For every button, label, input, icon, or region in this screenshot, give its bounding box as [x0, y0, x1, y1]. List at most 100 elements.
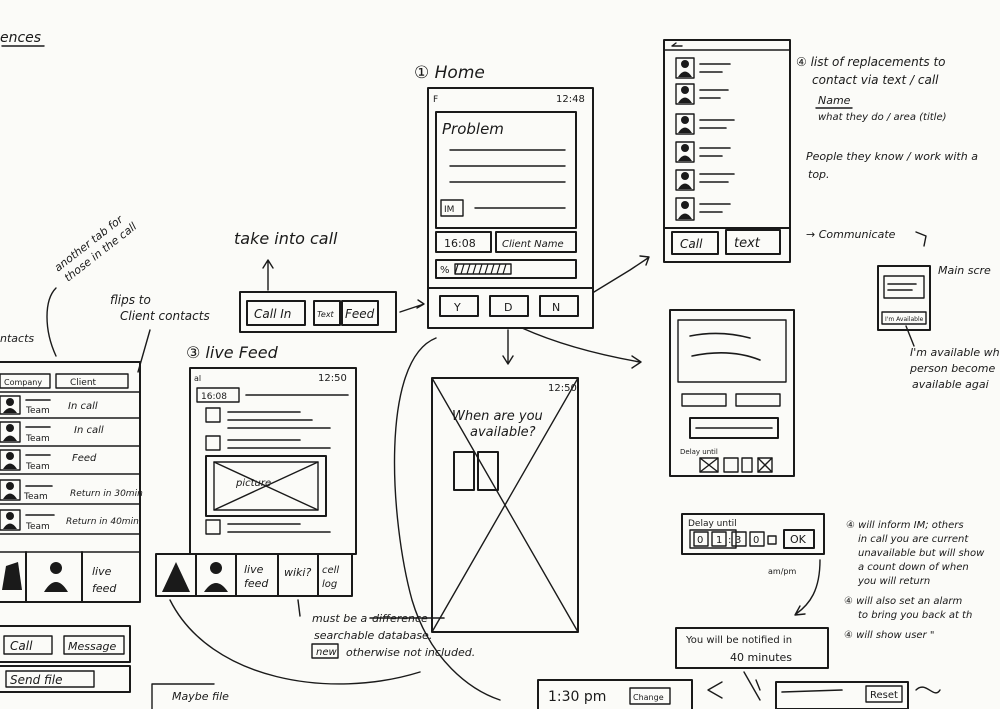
nav-button-n[interactable] — [539, 295, 579, 317]
picker-column-1[interactable] — [453, 451, 475, 491]
ampm-label: am/pm — [768, 567, 796, 576]
delay-note-1d: a count down of when — [858, 562, 969, 573]
call-action-button[interactable] — [3, 635, 53, 655]
person-tab-icon-2 — [50, 562, 62, 574]
replacements-note-1: ④ list of replacements to — [796, 55, 946, 69]
avatar — [0, 479, 21, 501]
delay-mini-digit-3[interactable] — [741, 457, 753, 473]
delay-note-1a: ④ will inform IM; others — [846, 520, 964, 531]
table-row[interactable]: Team In call — [0, 395, 98, 416]
delay-digit-2-label: 1 — [716, 535, 722, 546]
delay-note-1c: unavailable but will show — [858, 548, 985, 559]
list-item[interactable] — [675, 113, 735, 135]
tab-wiki[interactable]: wiki? — [284, 566, 311, 579]
delay-digit-2[interactable] — [711, 531, 727, 547]
delay-digit-4[interactable] — [749, 531, 765, 547]
ampm-toggle[interactable] — [767, 535, 777, 545]
client-name-box[interactable] — [495, 231, 577, 253]
communicate-arrow — [915, 231, 927, 247]
live-feed-timer-box — [196, 387, 240, 403]
delay-mini-button-1[interactable] — [681, 393, 727, 407]
list-item[interactable] — [675, 141, 731, 163]
home-tab-icon[interactable] — [162, 562, 190, 592]
tab-live-feed-2[interactable]: feed — [244, 577, 269, 590]
delay-mini-digit-4[interactable] — [757, 457, 773, 473]
replacement-text-button[interactable] — [725, 229, 781, 255]
row-team: Team — [25, 406, 50, 416]
problem-box — [435, 111, 577, 229]
company-tab[interactable] — [0, 373, 51, 389]
person-tab-icon-2-body — [44, 582, 68, 592]
table-row[interactable]: Team Return in 30min — [0, 479, 143, 502]
list-item[interactable] — [675, 57, 731, 79]
picture-inner — [213, 461, 319, 511]
delay-mini-digit-1[interactable] — [699, 457, 719, 473]
bottom-tab-live[interactable]: live — [92, 565, 112, 578]
available-question-2: available? — [470, 425, 536, 440]
tab-cell-2[interactable]: log — [322, 579, 337, 590]
tab-live-feed-1[interactable]: live — [244, 563, 264, 576]
back-arrow-icon[interactable] — [671, 42, 683, 47]
avatar-head — [6, 452, 14, 460]
avatar — [675, 169, 695, 191]
picker-column-2[interactable] — [477, 451, 499, 491]
progress-bar — [435, 259, 577, 279]
problem-label: Problem — [442, 120, 504, 138]
reset-button[interactable] — [865, 685, 903, 703]
change-label: Change — [633, 693, 664, 702]
delay-digit-3-label: 3 — [735, 535, 741, 546]
tab-cell-1[interactable]: cell — [322, 565, 339, 576]
nav-button-d[interactable] — [489, 295, 529, 317]
delay-digit-1[interactable] — [693, 531, 709, 547]
progress-hatch — [454, 263, 507, 275]
im-badge[interactable] — [440, 199, 464, 217]
avatar — [0, 509, 21, 531]
list-item[interactable] — [675, 197, 731, 221]
message-action-button[interactable] — [63, 635, 125, 655]
live-feed-status-left: al — [194, 374, 201, 383]
send-file-button[interactable] — [5, 670, 95, 688]
home-title: ① Home — [414, 63, 485, 83]
delay-note-1e: you will return — [857, 576, 930, 587]
feed-avatar — [205, 407, 221, 423]
list-item[interactable] — [675, 169, 735, 191]
delay-digit-3[interactable] — [731, 531, 747, 547]
avatar — [675, 57, 695, 79]
list-item[interactable] — [675, 83, 729, 105]
wiki-note-new: new — [316, 647, 337, 658]
replacement-text-label: text — [734, 236, 761, 251]
delay-ok-button[interactable] — [783, 529, 815, 549]
picture-label: picture — [235, 478, 271, 489]
nav-button-y-label: Y — [453, 301, 461, 314]
feed-lines — [227, 411, 331, 429]
reset-label: Reset — [870, 690, 898, 701]
name-label: Name — [818, 94, 851, 107]
person-tab-icon[interactable] — [210, 562, 222, 574]
contacts-frame — [0, 361, 141, 603]
table-row[interactable]: Team Feed — [0, 449, 97, 472]
nav-button-y[interactable] — [439, 295, 479, 317]
change-button[interactable] — [629, 687, 671, 705]
home-status-left: F — [433, 95, 438, 105]
communicate-label: → Communicate — [806, 228, 896, 241]
client-tab[interactable] — [55, 373, 129, 389]
available-frame — [431, 377, 579, 633]
person-tab-icon — [2, 562, 22, 590]
delay-mini-digit-cross — [699, 457, 719, 473]
replacement-call-button[interactable] — [671, 231, 719, 255]
table-row[interactable]: Team Return in 40min — [0, 509, 139, 532]
im-available-button[interactable] — [881, 311, 927, 325]
call-panel-arrow — [399, 299, 425, 313]
feed-button[interactable] — [341, 300, 379, 326]
delay-mini-button-2[interactable] — [735, 393, 781, 407]
contact-scribble — [699, 173, 735, 183]
avatar — [675, 197, 695, 221]
new-badge — [311, 643, 339, 659]
bottom-tab-feed[interactable]: feed — [92, 582, 117, 595]
row-team: Team — [23, 492, 48, 502]
call-in-button[interactable] — [246, 300, 306, 326]
delay-mini-digit-2[interactable] — [723, 457, 739, 473]
text-button[interactable] — [313, 300, 341, 326]
live-feed-title: ③ live Feed — [186, 343, 279, 362]
table-row[interactable]: Team In call — [0, 421, 104, 444]
